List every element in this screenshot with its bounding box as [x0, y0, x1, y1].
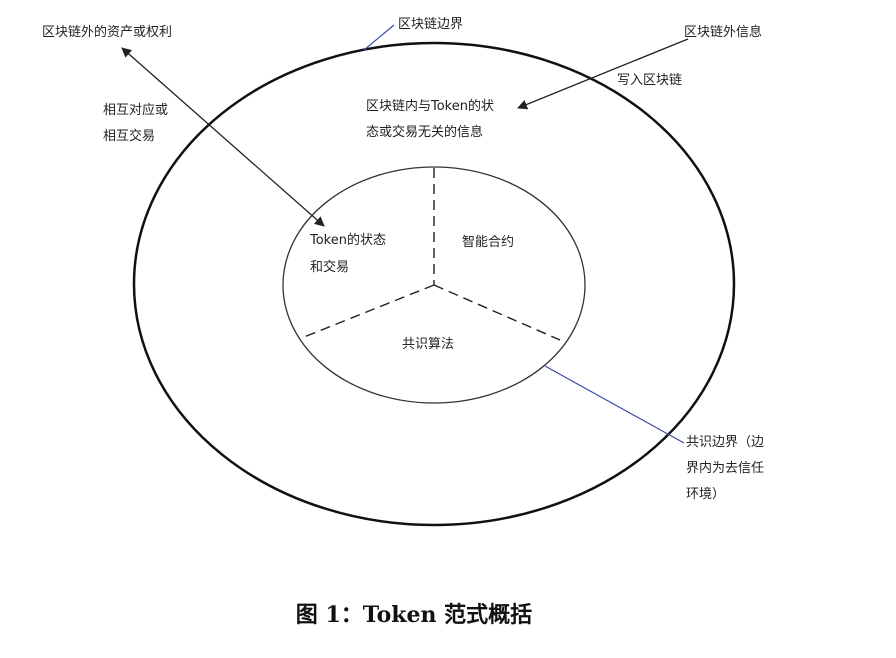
divider-right [433, 284, 561, 341]
consensus-algo-label: 共识算法 [402, 337, 454, 352]
asset-rights-label: 区块链外的资产或权利 [42, 24, 172, 40]
chain-boundary-leader [363, 24, 395, 51]
onchain-info-label-line1: 区块链内与Token的状 [366, 98, 494, 114]
chain-boundary-label: 区块链边界 [398, 17, 463, 32]
consensus-boundary-label-line2: 界内为去信任 [686, 460, 764, 476]
mutual-label-line1: 相互对应或 [103, 102, 168, 118]
asset-token-arrow [121, 47, 325, 227]
write-to-chain-arrow [517, 38, 689, 110]
mutual-label-line2: 相互交易 [103, 128, 155, 144]
smart-contract-label: 智能合约 [462, 235, 514, 250]
consensus-boundary-label-line3: 环境） [686, 487, 725, 502]
offchain-info-label: 区块链外信息 [684, 24, 762, 40]
divider-left [303, 284, 435, 338]
consensus-boundary-leader [544, 365, 685, 444]
token-state-label-line1: Token的状态 [309, 232, 386, 248]
onchain-info-label-line2: 态或交易无关的信息 [366, 124, 483, 140]
blockchain-boundary-ellipse [132, 41, 736, 527]
consensus-boundary-ellipse [282, 166, 586, 404]
figure-caption: 图 1：Token 范式概括 [296, 602, 532, 628]
token-state-label-line2: 和交易 [310, 259, 349, 275]
consensus-boundary-label-line1: 共识边界（边 [686, 435, 764, 450]
write-to-chain-label: 写入区块链 [617, 73, 682, 88]
